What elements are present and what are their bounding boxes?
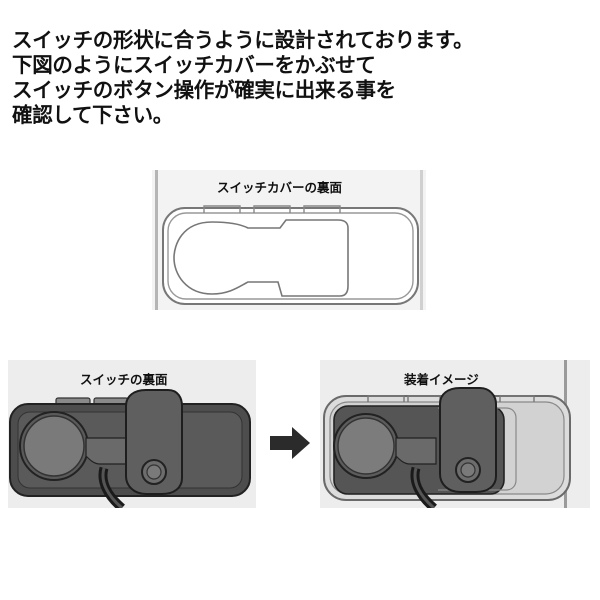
installed-label: 装着イメージ — [404, 372, 479, 387]
instruction-line: 下図のようにスイッチカバーをかぶせて — [12, 53, 376, 77]
instruction-text: スイッチの形状に合うように設計されております。 下図のようにスイッチカバーをかぶ… — [12, 28, 592, 128]
cover-back-label: スイッチカバーの裏面 — [217, 180, 343, 195]
cover-back-figure — [152, 170, 426, 310]
arrow-right-icon — [268, 425, 312, 461]
instruction-line: スイッチのボタン操作が確実に出来る事を — [12, 78, 396, 102]
instruction-line: 確認して下さい。 — [12, 103, 173, 127]
installed-figure — [320, 360, 590, 508]
instruction-line: スイッチの形状に合うように設計されております。 — [12, 28, 474, 52]
switch-back-figure — [8, 360, 256, 508]
switch-back-label: スイッチの裏面 — [80, 372, 168, 387]
